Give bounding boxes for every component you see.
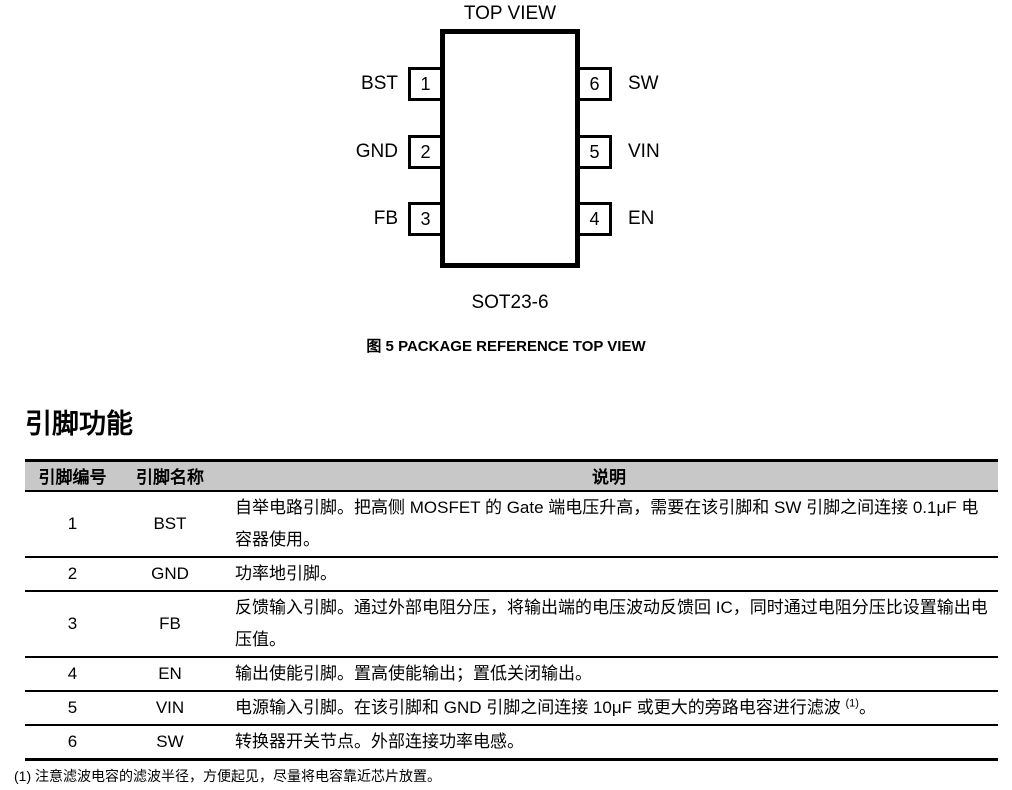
pin-label-fb: FB (373, 208, 398, 229)
figure-caption: 图 5 PACKAGE REFERENCE TOP VIEW (366, 338, 646, 355)
package-topview-title: TOP VIEW (463, 3, 557, 24)
pin-name: SW (120, 724, 220, 761)
section-title: 引脚功能 (25, 409, 133, 439)
package-name: SOT23-6 (471, 292, 549, 313)
header-description: 说明 (220, 460, 998, 492)
pin-name: BST (120, 490, 220, 558)
pin-box-6: 6 (577, 67, 612, 101)
pin-description: 转换器开关节点。外部连接功率电感。 (220, 724, 998, 761)
pin-description: 电源输入引脚。在该引脚和 GND 引脚之间连接 10μF 或更大的旁路电容进行滤… (220, 690, 998, 726)
pin-function-table: 引脚编号 引脚名称 说明 1 BST 自举电路引脚。把高侧 MOSFET 的 G… (25, 459, 998, 761)
pin-box-3: 3 (408, 202, 443, 236)
pin-name: VIN (120, 690, 220, 726)
pin-box-5: 5 (577, 135, 612, 169)
header-pin-number: 引脚编号 (25, 460, 120, 492)
pin-name: FB (120, 590, 220, 658)
table-row: 5 VIN 电源输入引脚。在该引脚和 GND 引脚之间连接 10μF 或更大的旁… (25, 690, 998, 726)
pin-label-bst: BST (361, 73, 398, 94)
pin-label-sw: SW (628, 73, 659, 94)
pin-label-gnd: GND (355, 141, 398, 162)
pin-number: 4 (25, 656, 120, 692)
table-row: 4 EN 输出使能引脚。置高使能输出；置低关闭输出。 (25, 656, 998, 692)
pin-box-4: 4 (577, 202, 612, 236)
pin-number: 1 (25, 490, 120, 558)
pin-label-vin: VIN (628, 141, 660, 162)
pin-label-en: EN (628, 208, 655, 229)
pin-number: 3 (25, 590, 120, 658)
pin-box-2: 2 (408, 135, 443, 169)
pin-description: 反馈输入引脚。通过外部电阻分压，将输出端的电压波动反馈回 IC，同时通过电阻分压… (220, 590, 998, 658)
header-pin-name: 引脚名称 (120, 460, 220, 492)
table-header-row: 引脚编号 引脚名称 说明 (25, 460, 998, 492)
pin-name: EN (120, 656, 220, 692)
pin-number: 5 (25, 690, 120, 726)
pin-description: 功率地引脚。 (220, 556, 998, 592)
footnote-marker: (1) (845, 696, 859, 709)
pin-description: 自举电路引脚。把高侧 MOSFET 的 Gate 端电压升高，需要在该引脚和 S… (220, 490, 998, 558)
table-footnote: (1) 注意滤波电容的滤波半径，方便起见，尽量将电容靠近芯片放置。 (14, 768, 441, 784)
pin-box-1: 1 (408, 67, 443, 101)
package-body-outline (440, 29, 580, 268)
table-row: 3 FB 反馈输入引脚。通过外部电阻分压，将输出端的电压波动反馈回 IC，同时通… (25, 590, 998, 658)
pin-name: GND (120, 556, 220, 592)
table-row: 2 GND 功率地引脚。 (25, 556, 998, 592)
table-row: 6 SW 转换器开关节点。外部连接功率电感。 (25, 724, 998, 761)
pin-number: 6 (25, 724, 120, 761)
table-row: 1 BST 自举电路引脚。把高侧 MOSFET 的 Gate 端电压升高，需要在… (25, 490, 998, 558)
pin-number: 2 (25, 556, 120, 592)
pin-description: 输出使能引脚。置高使能输出；置低关闭输出。 (220, 656, 998, 692)
